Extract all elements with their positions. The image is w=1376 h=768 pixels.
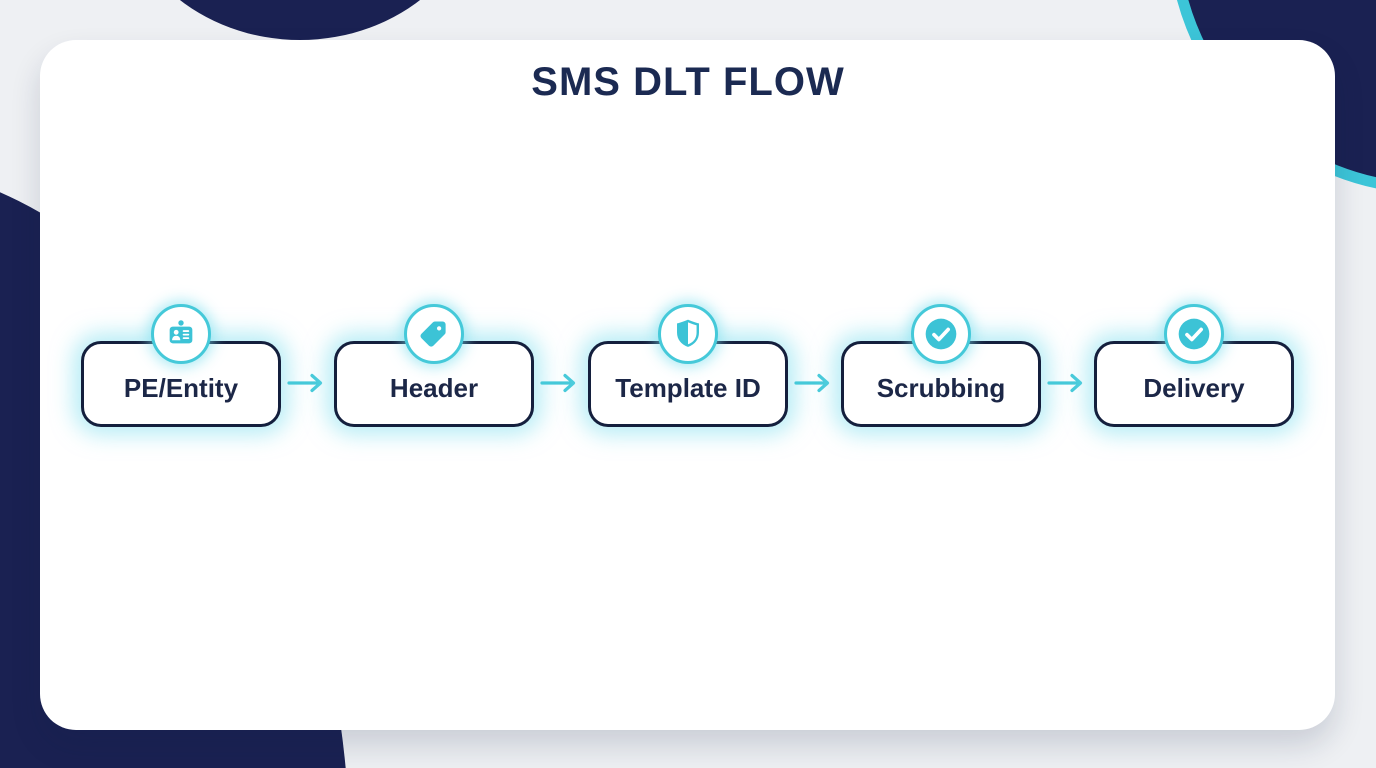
node-box-header: Header bbox=[334, 341, 534, 427]
arrow-right-icon bbox=[540, 373, 576, 393]
node-box-scrubbing: Scrubbing bbox=[841, 341, 1041, 427]
tag-icon bbox=[404, 304, 464, 364]
node-label: Delivery bbox=[1143, 372, 1245, 403]
node-label: Template ID bbox=[615, 372, 761, 403]
id-card-icon bbox=[151, 304, 211, 364]
check-circle-icon bbox=[1164, 304, 1224, 364]
page-title: SMS DLT FLOW bbox=[531, 60, 845, 104]
node-label: Scrubbing bbox=[876, 372, 1006, 403]
arrow-right-icon bbox=[287, 373, 323, 393]
arrow-right-icon bbox=[794, 373, 830, 393]
node-label: PE/Entity bbox=[123, 372, 239, 403]
corner-blob-top-left bbox=[118, 0, 482, 40]
arrow-right-icon bbox=[1047, 373, 1083, 393]
check-circle-icon bbox=[911, 304, 971, 364]
node-label: Header bbox=[389, 372, 479, 403]
shield-icon bbox=[658, 304, 718, 364]
